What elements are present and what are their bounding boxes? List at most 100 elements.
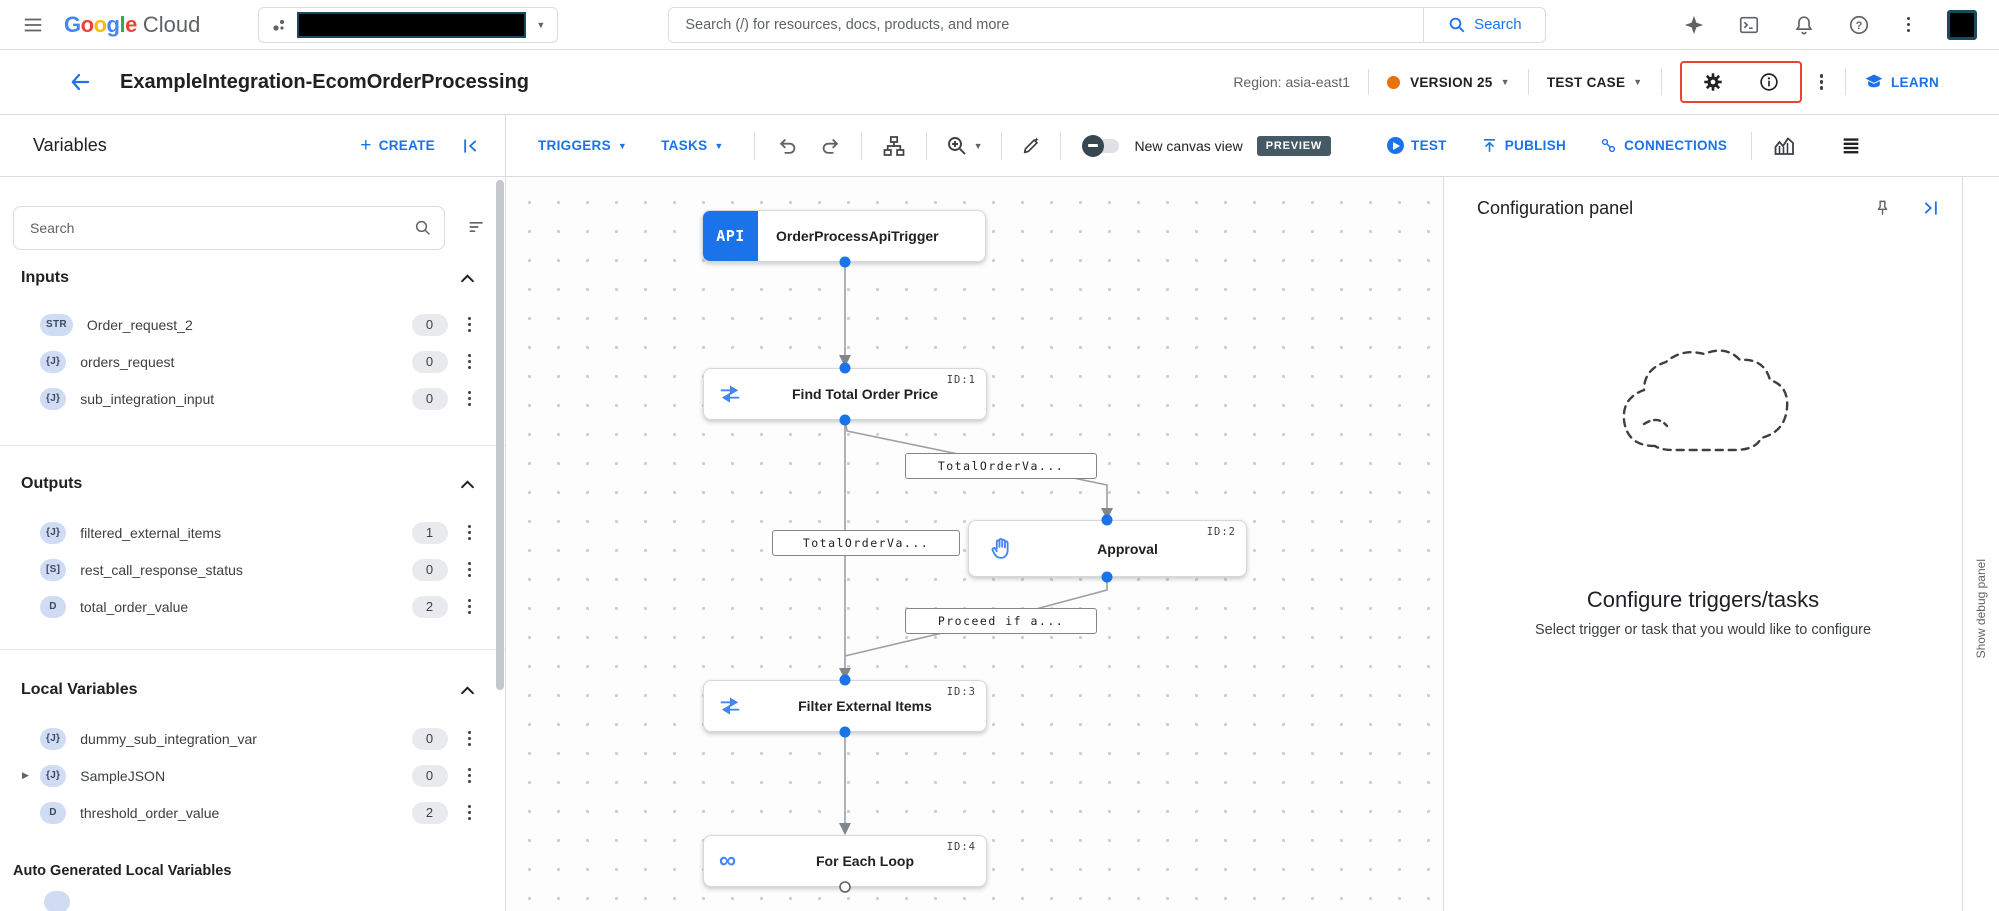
node-id: ID:4 (946, 841, 976, 853)
learn-button[interactable]: LEARN (1864, 72, 1939, 92)
chevron-down-icon: ▼ (1500, 77, 1510, 87)
topbar-more-menu-icon[interactable] (1903, 13, 1915, 37)
notifications-icon[interactable] (1793, 14, 1815, 36)
zoom-dropdown[interactable]: ▼ (945, 134, 983, 158)
show-debug-panel-label: Show debug panel (1974, 559, 1988, 659)
node-approval[interactable]: ID:2 Approval (968, 520, 1247, 577)
tasks-label: TASKS (661, 138, 708, 153)
cloud-shell-icon[interactable] (1738, 14, 1760, 36)
variable-menu-icon[interactable] (464, 521, 476, 545)
variable-menu-icon[interactable] (464, 558, 476, 582)
node-title: Filter External Items (798, 698, 932, 714)
variable-row[interactable]: [S] rest_call_response_status 0 (0, 551, 505, 588)
edge-label[interactable]: TotalOrderVa... (772, 530, 960, 556)
variable-menu-icon[interactable] (464, 387, 476, 411)
variable-row[interactable]: D total_order_value 2 (0, 588, 505, 625)
variable-row[interactable]: {J} dummy_sub_integration_var 0 (0, 720, 505, 757)
variable-row[interactable]: {J} sub_integration_input 0 (0, 380, 505, 417)
chevron-up-icon[interactable] (460, 273, 475, 283)
chevron-up-icon[interactable] (460, 685, 475, 695)
back-arrow-icon[interactable] (68, 70, 92, 94)
collapse-panel-icon[interactable] (461, 136, 481, 156)
node-for-each-loop[interactable]: ID:4 ∞ For Each Loop (703, 835, 987, 887)
edge-label[interactable]: TotalOrderVa... (905, 453, 1097, 479)
variable-row[interactable]: STR Order_request_2 0 (0, 306, 505, 343)
section-header-outputs: Outputs (21, 472, 475, 496)
pin-icon[interactable] (1873, 199, 1892, 218)
node-title: For Each Loop (816, 853, 914, 869)
loop-icon: ∞ (719, 847, 737, 874)
node-title: OrderProcessApiTrigger (776, 228, 939, 244)
tasks-dropdown[interactable]: TASKS ▼ (661, 138, 723, 153)
play-icon (1387, 137, 1405, 154)
variable-name: Order_request_2 (86, 316, 193, 333)
project-selector[interactable]: ▼ (258, 6, 559, 43)
api-trigger-icon: API (703, 211, 758, 261)
preview-badge: PREVIEW (1256, 135, 1332, 156)
variable-row[interactable]: {J} filtered_external_items 1 (0, 514, 505, 551)
test-label: TEST (1411, 138, 1447, 153)
version-dropdown[interactable]: VERSION 25 ▼ (1410, 75, 1510, 90)
node-find-total-order-price[interactable]: ID:1 Find Total Order Price (703, 368, 987, 420)
cloud-illustration (1622, 349, 1789, 452)
connections-button[interactable]: CONNECTIONS (1600, 137, 1727, 154)
avatar[interactable] (1947, 9, 1977, 40)
variable-row[interactable]: ▶ {J} SampleJSON 0 (0, 757, 505, 794)
show-debug-panel-strip[interactable]: Show debug panel (1962, 177, 1999, 911)
variable-type-badge: [S] (40, 558, 67, 581)
integration-canvas[interactable]: API OrderProcessApiTrigger ID:1 Find Tot… (506, 177, 1443, 911)
info-icon[interactable] (1758, 71, 1780, 93)
variable-row[interactable]: {J} orders_request 0 (0, 343, 505, 380)
expand-arrow-icon[interactable]: ▶ (22, 770, 29, 780)
collapse-panel-right-icon[interactable] (1920, 198, 1940, 218)
chevron-up-icon[interactable] (460, 479, 475, 489)
header-more-menu-icon[interactable] (1816, 70, 1828, 94)
node-filter-external-items[interactable]: ID:3 Filter External Items (703, 680, 987, 732)
google-cloud-logo[interactable]: Google Cloud (64, 12, 200, 38)
menu-icon[interactable] (22, 14, 44, 36)
gemini-icon[interactable] (1683, 14, 1705, 36)
publish-button[interactable]: PUBLISH (1481, 137, 1566, 154)
search-icon (1448, 16, 1466, 34)
variable-menu-icon[interactable] (464, 313, 476, 337)
variable-menu-icon[interactable] (464, 727, 476, 751)
variable-type-badge: STR (40, 313, 73, 336)
variable-usage-count: 0 (411, 313, 448, 336)
sort-filter-icon[interactable] (467, 217, 487, 237)
undo-icon[interactable] (777, 135, 799, 157)
edge-label[interactable]: Proceed if a... (905, 608, 1097, 634)
variable-menu-icon[interactable] (464, 595, 476, 619)
variable-name: rest_call_response_status (80, 561, 243, 578)
search-button[interactable]: Search (1423, 7, 1545, 42)
variable-menu-icon[interactable] (464, 764, 476, 788)
redo-icon[interactable] (819, 135, 841, 157)
create-variable-button[interactable]: + CREATE (360, 136, 435, 155)
test-case-dropdown[interactable]: TEST CASE ▼ (1547, 75, 1643, 90)
settings-gear-icon[interactable] (1702, 71, 1724, 93)
global-search-bar: Search (668, 6, 1547, 43)
create-label: CREATE (378, 138, 435, 153)
auto-layout-icon[interactable] (882, 134, 906, 158)
variable-usage-count: 2 (411, 595, 448, 618)
global-search-input[interactable] (669, 7, 1424, 42)
new-canvas-toggle[interactable] (1081, 134, 1119, 157)
sidebar-scrollbar[interactable] (496, 180, 504, 690)
help-icon[interactable]: ? (1848, 14, 1870, 36)
node-order-process-api-trigger[interactable]: API OrderProcessApiTrigger (702, 210, 986, 262)
metrics-chart-icon[interactable] (1772, 134, 1796, 158)
variables-search-input[interactable] (30, 220, 414, 236)
section-header-inputs: Inputs (21, 266, 475, 290)
auto-generated-section-title: Auto Generated Local Variables (13, 863, 232, 879)
variable-usage-count: 0 (411, 350, 448, 373)
configuration-panel: Configuration panel Configure triggers/t… (1443, 177, 1962, 911)
variable-usage-count: 2 (411, 801, 448, 824)
triggers-dropdown[interactable]: TRIGGERS ▼ (538, 138, 627, 153)
magic-edit-icon[interactable] (1020, 135, 1042, 157)
data-mapping-icon (719, 695, 741, 717)
test-button[interactable]: TEST (1387, 137, 1447, 154)
logs-list-icon[interactable] (1840, 135, 1862, 157)
variable-row[interactable]: D threshold_order_value 2 (0, 794, 505, 831)
variable-type-badge: {J} (40, 387, 67, 410)
variable-menu-icon[interactable] (464, 801, 476, 825)
variable-menu-icon[interactable] (464, 350, 476, 374)
